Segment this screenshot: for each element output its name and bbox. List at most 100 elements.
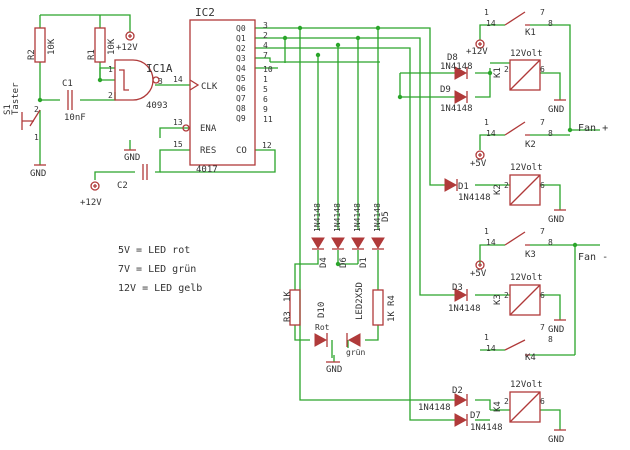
label-5v-k3: +5V xyxy=(470,269,487,279)
label-pin-5: 5 xyxy=(263,85,268,94)
label-r1-val: 10K xyxy=(107,38,117,55)
label-d4-type: 1N4148 xyxy=(313,203,322,232)
label-pin-2: 2 xyxy=(263,31,268,40)
label-c1: C1 xyxy=(62,79,73,89)
label-r1: R1 xyxy=(87,49,97,60)
label-d8-type: 1N4148 xyxy=(440,62,473,72)
label-k4-coil: K4 xyxy=(493,401,503,412)
label-k1-coil: K1 xyxy=(493,67,503,78)
label-s1: S1 xyxy=(3,104,13,115)
label-k1-pin14: 14 xyxy=(486,19,496,28)
diode-d9 xyxy=(454,90,468,104)
label-k2-coil: K2 xyxy=(493,184,503,195)
label-q6: Q6 xyxy=(236,84,246,93)
diode-d1-led xyxy=(351,237,365,250)
label-pin12: 12 xyxy=(262,141,272,150)
led-d10-red xyxy=(314,333,328,347)
label-k4-pin6: 6 xyxy=(540,397,545,406)
labels: Taster S1 2 1 GND R2 10K R1 10K C1 10nF … xyxy=(3,6,608,445)
label-d8: D8 xyxy=(447,53,458,63)
supply-12v-k1 xyxy=(475,39,485,49)
label-gnd-k4: GND xyxy=(548,435,564,445)
label-k1-pin2: 2 xyxy=(504,65,509,74)
label-k1-pin7: 7 xyxy=(540,8,545,17)
resistor-r2 xyxy=(34,27,46,63)
diode-d3 xyxy=(454,288,468,302)
label-12volt-k4: 12Volt xyxy=(510,380,543,390)
supply-5v-k2 xyxy=(475,150,485,160)
label-d2-type: 1N4148 xyxy=(418,403,451,413)
label-12v-top: +12V xyxy=(116,43,138,53)
label-q8: Q8 xyxy=(236,104,246,113)
resistor-r3 xyxy=(289,289,301,326)
label-gnd-k2: GND xyxy=(548,215,564,225)
label-12volt-k1: 12Volt xyxy=(510,49,543,59)
pushbutton-s1 xyxy=(21,109,41,130)
label-4017: 4017 xyxy=(196,165,218,175)
diode-d1 xyxy=(444,178,458,192)
legend-5v: 5V = LED rot xyxy=(118,245,190,256)
label-pin1: 1 xyxy=(34,133,39,142)
label-k3-contact: K3 xyxy=(525,250,536,260)
label-q2: Q2 xyxy=(236,44,246,53)
label-k3-coil: K3 xyxy=(493,294,503,305)
ic2-4017 xyxy=(182,19,256,166)
label-k2-pin6: 6 xyxy=(540,181,545,190)
label-r2-val: 10K xyxy=(47,38,57,55)
label-k4-pin2: 2 xyxy=(504,397,509,406)
relay-contact-k4 xyxy=(504,339,530,356)
label-k3-pin7: 7 xyxy=(540,227,545,236)
label-5v-k2: +5V xyxy=(470,159,487,169)
label-4093: 4093 xyxy=(146,101,168,111)
label-pin3: 3 xyxy=(158,77,163,86)
label-k4-contact: K4 xyxy=(525,353,536,363)
label-pin-11: 11 xyxy=(263,115,273,124)
label-r4-val: 1K xyxy=(387,311,397,322)
label-12v-c2: +12V xyxy=(80,198,102,208)
label-q9: Q9 xyxy=(236,114,246,123)
label-gnd-ic: GND xyxy=(124,153,140,163)
label-co: CO xyxy=(236,146,247,156)
capacitor-c2 xyxy=(142,164,148,180)
label-d1b-type: 1N4148 xyxy=(458,193,491,203)
label-gnd-k1: GND xyxy=(548,105,564,115)
supply-12v-top xyxy=(125,31,135,41)
label-d10: D10 xyxy=(317,302,327,318)
legend-12v: 12V = LED gelb xyxy=(118,283,202,294)
label-k3-pin2: 2 xyxy=(504,291,509,300)
supply-12v-c2 xyxy=(90,181,100,191)
label-led2x5d: LED2X5D xyxy=(355,282,365,320)
label-pin-7: 7 xyxy=(263,51,268,60)
label-k2-pin8: 8 xyxy=(548,129,553,138)
label-d4: D4 xyxy=(319,257,329,268)
label-d1-type: 1N4148 xyxy=(353,203,362,232)
label-k2-pin14: 14 xyxy=(486,129,496,138)
label-k4-pin14: 14 xyxy=(486,344,496,353)
nand-gate-ic1a xyxy=(114,59,160,101)
label-ena: ENA xyxy=(200,124,217,134)
label-d6-type: 1N4148 xyxy=(333,203,342,232)
label-grn: grün xyxy=(346,348,365,357)
label-pin2b: 2 xyxy=(108,91,113,100)
label-pin14: 14 xyxy=(173,75,183,84)
label-taster: Taster xyxy=(11,82,21,115)
label-d9: D9 xyxy=(440,85,451,95)
label-clk: CLK xyxy=(201,82,218,92)
label-c2: C2 xyxy=(117,181,128,191)
label-d1b: D1 xyxy=(458,182,469,192)
label-q0: Q0 xyxy=(236,24,246,33)
legend-7v: 7V = LED grün xyxy=(118,264,196,275)
label-fan-plus: Fan + xyxy=(578,123,608,134)
label-res: RES xyxy=(200,146,216,156)
label-q3: Q3 xyxy=(236,54,246,63)
label-k2-pin1: 1 xyxy=(484,118,489,127)
label-k1-pin6: 6 xyxy=(540,65,545,74)
label-pin-10: 10 xyxy=(263,65,273,74)
label-r2: R2 xyxy=(27,49,37,60)
label-pin1b: 1 xyxy=(108,65,113,74)
label-pin15: 15 xyxy=(173,140,183,149)
label-d5-type: 1N4148 xyxy=(373,203,382,232)
label-k2-pin2: 2 xyxy=(504,181,509,190)
label-12volt-k2: 12Volt xyxy=(510,163,543,173)
